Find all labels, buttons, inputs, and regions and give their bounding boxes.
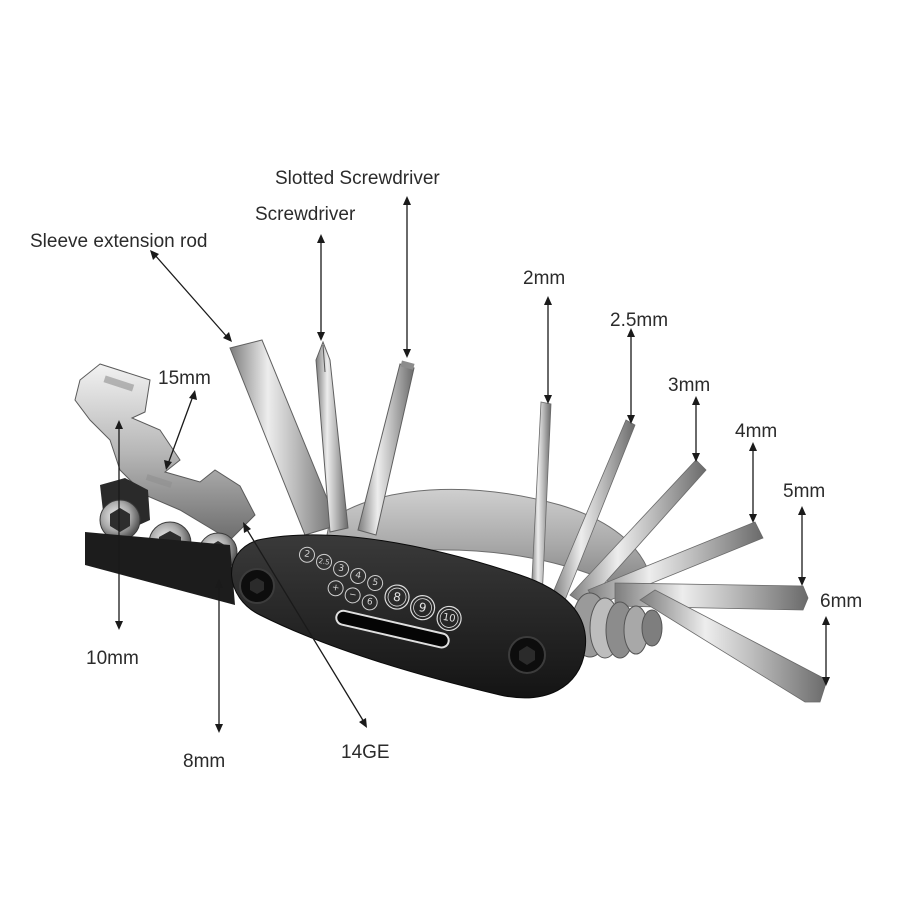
hex-key-5mm <box>614 582 809 611</box>
arrow-4mm <box>749 442 757 523</box>
label-15mm: 15mm <box>158 368 211 389</box>
socket-small <box>99 478 150 541</box>
slotted-mark: − <box>348 590 357 601</box>
hex-6-mark: 6 <box>366 597 374 608</box>
arrow-5mm <box>798 506 806 586</box>
label-screwdriver: Screwdriver <box>255 204 356 225</box>
hex-size-2-5: 2.5 <box>318 557 330 567</box>
hex-size-5: 5 <box>371 578 378 589</box>
hex-size-4: 4 <box>354 571 362 582</box>
label-5mm: 5mm <box>783 481 825 502</box>
phillips-mark: + <box>331 583 340 594</box>
driver-markings: + − 6 <box>327 580 378 611</box>
label-8mm: 8mm <box>183 751 225 772</box>
hex-size-markings: 2 2.5 3 4 5 <box>299 546 384 592</box>
arrow-8mm <box>215 579 223 733</box>
arrow-slotted-screwdriver <box>403 196 411 358</box>
arrow-2-5mm <box>627 328 635 424</box>
arrow-3mm <box>692 396 700 462</box>
arrow-2mm <box>544 296 552 404</box>
arrow-sleeve-extension-rod <box>150 250 232 342</box>
arrow-10mm <box>115 420 123 630</box>
label-2mm: 2mm <box>523 268 565 289</box>
multitool-illustration: 2 2.5 3 4 5 + − 6 8 <box>74 339 828 703</box>
arrow-14ge <box>243 522 367 728</box>
label-6mm: 6mm <box>820 591 862 612</box>
socket-size-markings: 8 9 10 <box>384 584 462 632</box>
hex-size-2: 2 <box>303 549 310 560</box>
label-sleeve-extension-rod: Sleeve extension rod <box>30 231 207 252</box>
label-slotted-screwdriver: Slotted Screwdriver <box>275 168 440 189</box>
hex-size-3: 3 <box>337 563 344 574</box>
arrow-screwdriver <box>317 234 325 341</box>
phillips-screwdriver <box>315 340 349 533</box>
label-3mm: 3mm <box>668 375 710 396</box>
socket-size-9: 9 <box>418 600 428 615</box>
callout-labels: Slotted Screwdriver Screwdriver Sleeve e… <box>30 168 862 772</box>
label-4mm: 4mm <box>735 421 777 442</box>
slotted-screwdriver <box>357 360 415 536</box>
socket-size-8: 8 <box>392 590 402 605</box>
label-10mm: 10mm <box>86 648 139 669</box>
arrow-6mm <box>822 616 830 686</box>
handle-slot <box>335 609 450 649</box>
left-base-block <box>85 532 235 605</box>
label-2-5mm: 2.5mm <box>610 310 668 331</box>
arrow-15mm <box>164 390 197 470</box>
hex-key-6mm <box>639 589 828 703</box>
label-14ge: 14GE <box>341 742 390 763</box>
wrench-15mm <box>74 363 256 541</box>
black-handle <box>231 534 587 699</box>
handle-markings: 2 2.5 3 4 5 + − 6 8 <box>299 546 462 632</box>
callout-arrows <box>115 196 830 733</box>
socket-size-10: 10 <box>442 612 456 625</box>
